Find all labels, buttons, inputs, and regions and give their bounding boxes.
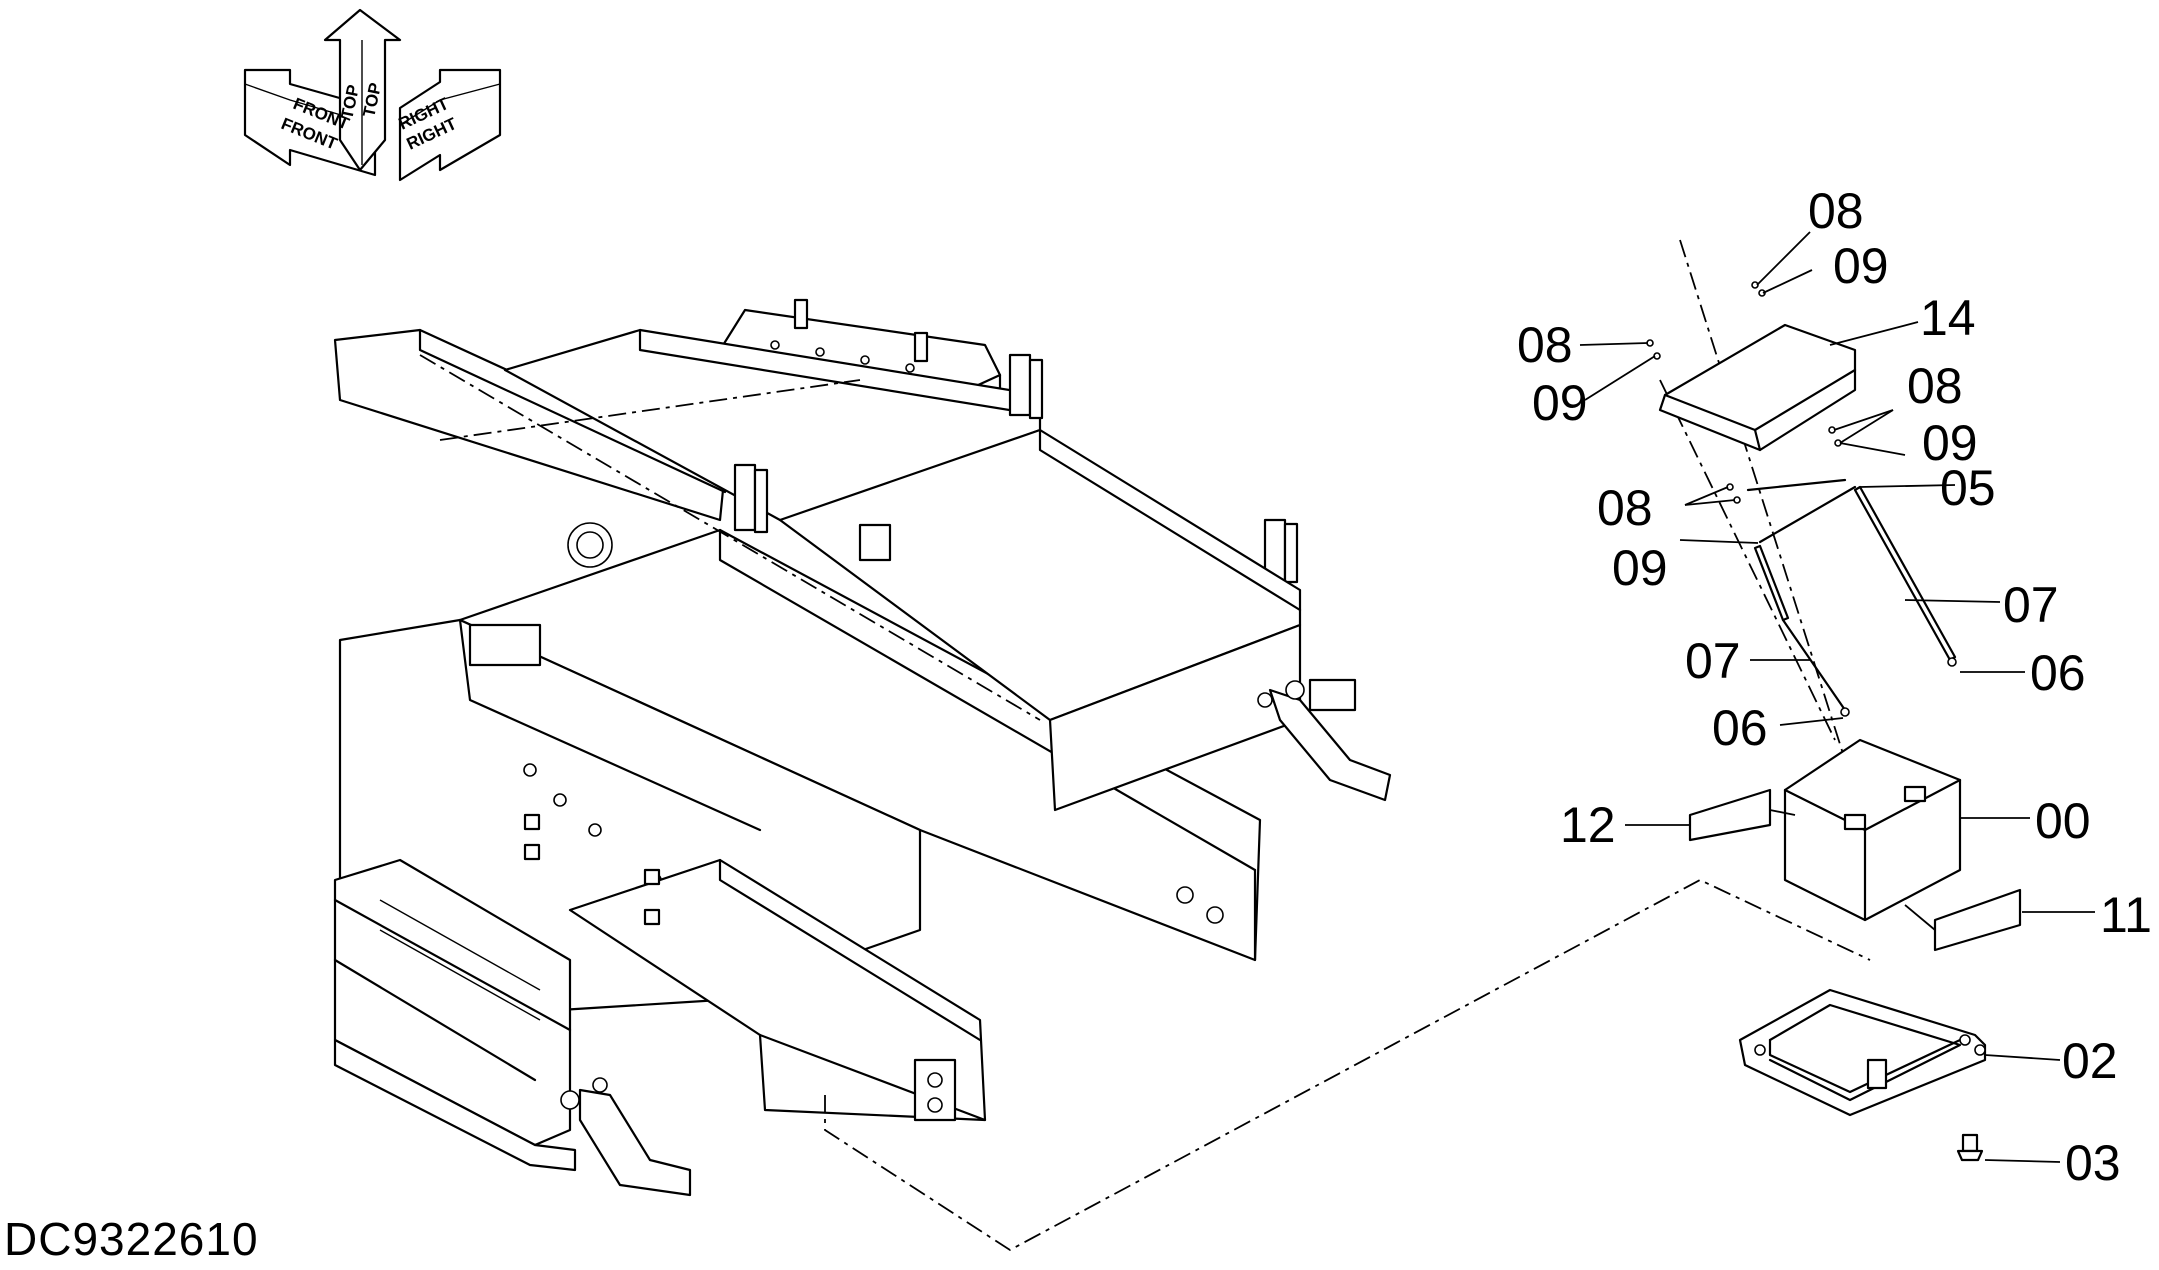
drawing-id-label: DC9322610 [4,1213,259,1265]
assembly-lines [419,239,1871,1252]
battery-part [1783,738,1962,922]
callout-03: 03 [2065,1135,2121,1191]
callout-07-left: 07 [1685,633,1741,689]
callout-08-top: 08 [1808,183,1864,239]
callout-09-right: 09 [1922,415,1978,471]
orientation-indicator: FRONT FRONT TOP TOP RIGHT RIGHT [243,8,502,182]
callout-07-right: 07 [2003,577,2059,633]
battery-cover-part [1658,323,1857,452]
callout-09-mid: 09 [1612,540,1668,596]
stickers [1688,788,2022,952]
callout-12: 12 [1560,797,1616,853]
hardware-markers [1646,281,1842,504]
callout-06-right: 06 [2030,645,2086,701]
leader-lines [1579,231,2095,1163]
callout-09-left: 09 [1532,375,1588,431]
battery-tray-part [1738,988,1987,1162]
callout-labels: 08 09 14 08 09 08 09 05 08 09 07 07 06 0… [1517,183,2152,1191]
upper-frame-assembly [333,298,1392,1197]
callout-08-right: 08 [1907,358,1963,414]
callout-00: 00 [2035,793,2091,849]
callout-08-left: 08 [1517,317,1573,373]
callout-02: 02 [2062,1033,2118,1089]
callout-06-left: 06 [1712,700,1768,756]
callout-05: 05 [1940,460,1996,516]
callout-14: 14 [1920,290,1976,346]
gas-springs [1746,478,1957,717]
callout-09-top: 09 [1833,238,1889,294]
callout-08-mid: 08 [1597,480,1653,536]
callout-11: 11 [2100,887,2152,943]
